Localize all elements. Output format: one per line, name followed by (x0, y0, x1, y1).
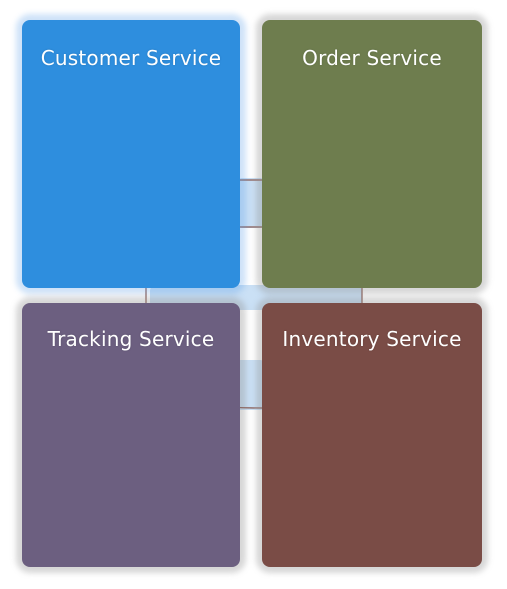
inventory-service-box[interactable]: Inventory Service (262, 303, 482, 567)
tracking-service-box[interactable]: Tracking Service (22, 303, 240, 567)
inventory-service-label: Inventory Service (282, 327, 462, 351)
order-service-box[interactable]: Order Service (262, 20, 482, 288)
customer-service-box[interactable]: Customer Service (22, 20, 240, 288)
tracking-service-label: Tracking Service (47, 327, 215, 351)
customer-service-label: Customer Service (40, 46, 222, 70)
order-service-label: Order Service (302, 46, 442, 70)
